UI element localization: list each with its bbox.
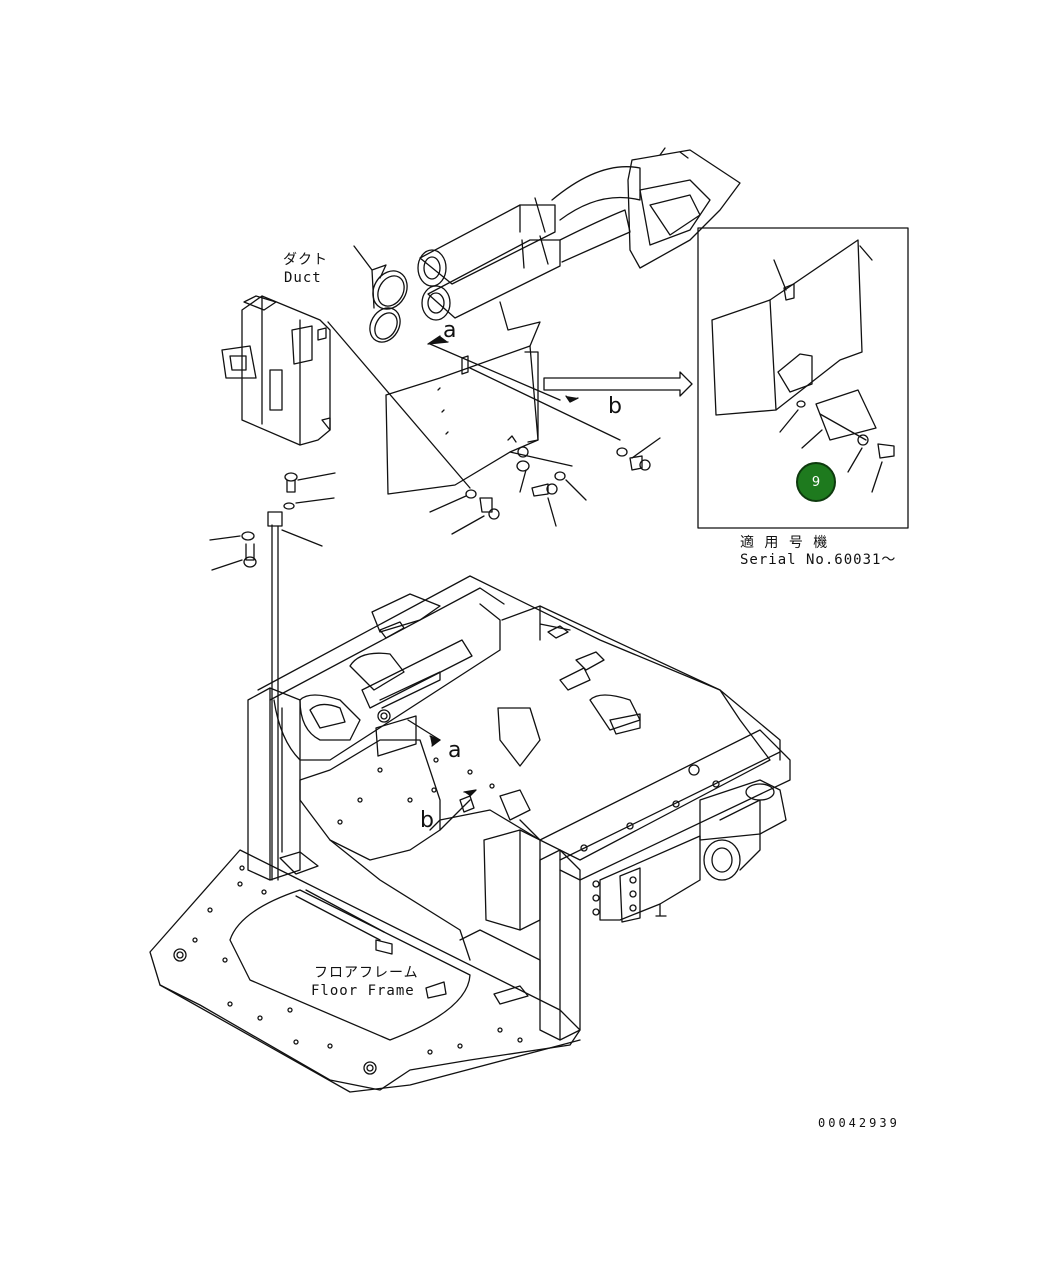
detail-arrow	[543, 371, 693, 397]
part-callout-9[interactable]: 9	[796, 462, 836, 502]
duct-label-jp: ダクト	[283, 252, 328, 268]
ref-a-top: a	[443, 318, 457, 343]
floor-frame-label-jp: フロアフレーム	[314, 965, 419, 981]
duct-assembly	[221, 295, 331, 446]
hose-clamps	[353, 245, 408, 343]
cover-plate	[327, 301, 621, 495]
serial-label-en: Serial No.60031～	[740, 552, 897, 568]
floor-frame	[149, 575, 791, 1093]
air-hose-assembly	[417, 147, 741, 321]
duct-label-en: Duct	[284, 270, 322, 286]
fasteners-plate	[429, 437, 661, 535]
drawing-number: 00042939	[818, 1116, 900, 1130]
ref-b-frame: b	[420, 808, 434, 833]
ref-a-frame: a	[448, 738, 462, 763]
ref-b-top: b	[608, 394, 622, 419]
fasteners-left	[209, 472, 336, 881]
serial-detail-box	[697, 227, 909, 529]
serial-label-jp: 適 用 号 機	[740, 535, 829, 551]
floor-frame-label-en: Floor Frame	[311, 983, 415, 999]
